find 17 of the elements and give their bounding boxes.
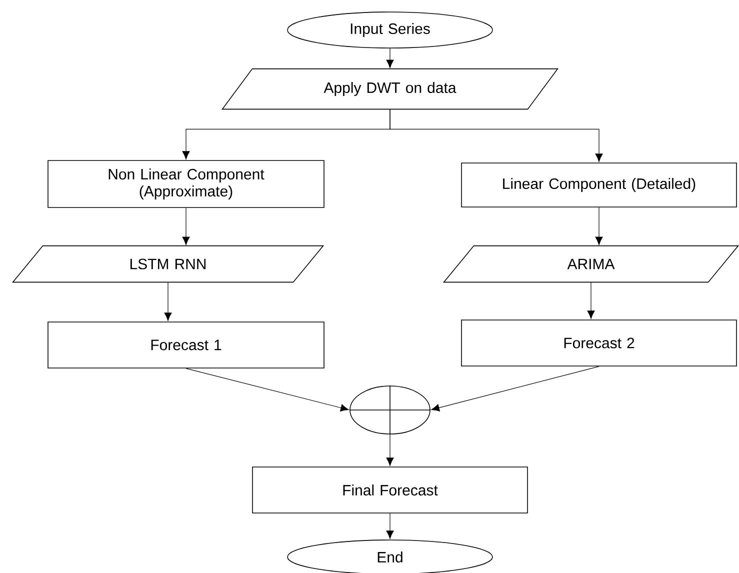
arrow <box>390 108 603 162</box>
arrow <box>182 208 190 246</box>
process-box: Linear Component (Detailed) <box>461 162 737 208</box>
arrow <box>386 434 394 466</box>
data-parallelogram: Apply DWT on data <box>222 68 558 110</box>
arrow <box>431 366 600 412</box>
arrow <box>386 513 394 539</box>
arrow <box>595 207 603 246</box>
arrow <box>164 282 172 321</box>
process-box: Forecast 2 <box>461 320 737 366</box>
process-box: Forecast 1 <box>48 322 324 368</box>
arrow <box>587 282 595 319</box>
arrow <box>386 48 394 68</box>
arrow <box>186 368 349 412</box>
process-box: Non Linear Component (Approximate) <box>48 160 324 208</box>
summing-junction <box>349 385 431 435</box>
process-box: Final Forecast <box>252 466 528 514</box>
